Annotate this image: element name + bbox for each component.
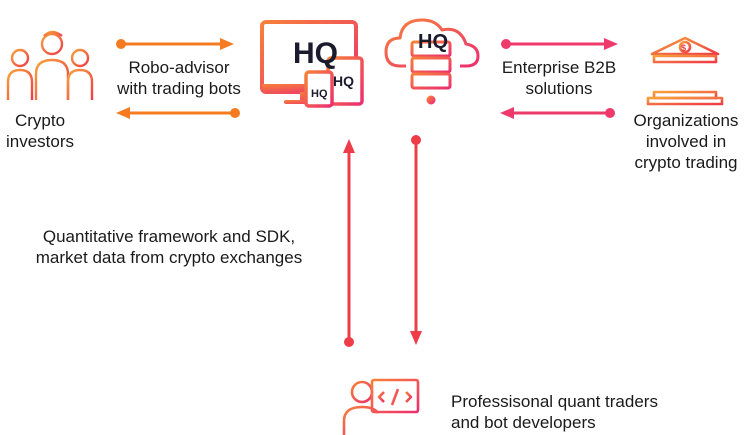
label-line: market data from crypto exchanges — [35, 248, 303, 267]
label-line: Professisonal quant traders — [451, 392, 658, 411]
arrow-down-to-developers — [410, 135, 422, 345]
developer-workstation-icon — [342, 378, 432, 435]
arrow-to-cloud — [500, 107, 615, 119]
arrow-to-devices — [116, 38, 234, 50]
dollar-sign-icon: $ — [681, 43, 686, 53]
devices-hq-icon — [260, 20, 364, 108]
hq-logo-large: HQ — [293, 37, 338, 70]
label-line: investors — [5, 132, 75, 151]
organizations-label: Organizations involved in crypto trading — [624, 110, 748, 173]
label-line: involved in — [645, 132, 727, 151]
label-line: Crypto — [14, 111, 66, 130]
bank-building-icon — [646, 36, 724, 106]
framework-label: Quantitative framework and SDK, market d… — [16, 226, 322, 268]
label-line: crypto trading — [634, 153, 738, 172]
arrow-to-investors — [116, 107, 240, 119]
label-line: and bot developers — [451, 413, 596, 432]
label-line: solutions — [525, 79, 593, 98]
enterprise-label: Enterprise B2B solutions — [492, 57, 626, 99]
arrow-to-organizations — [501, 38, 618, 50]
hq-logo-tablet: HQ — [333, 73, 354, 89]
label-line: with trading bots — [117, 79, 241, 98]
hq-logo-cloud: HQ — [418, 31, 448, 53]
people-group-icon — [6, 30, 94, 100]
label-line: Enterprise B2B — [501, 58, 617, 77]
cloud-server-icon — [384, 18, 480, 105]
developers-label: Professisonal quant traders and bot deve… — [451, 391, 721, 433]
robo-advisor-label: Robo-advisor with trading bots — [98, 57, 260, 99]
hq-logo-phone: HQ — [311, 88, 328, 100]
label-line: Robo-advisor — [128, 58, 230, 77]
arrow-up-to-devices — [343, 139, 355, 347]
label-line: Organizations — [633, 111, 739, 130]
label-line: Quantitative framework and SDK, — [42, 227, 296, 246]
crypto-investors-label: Crypto investors — [2, 110, 78, 152]
